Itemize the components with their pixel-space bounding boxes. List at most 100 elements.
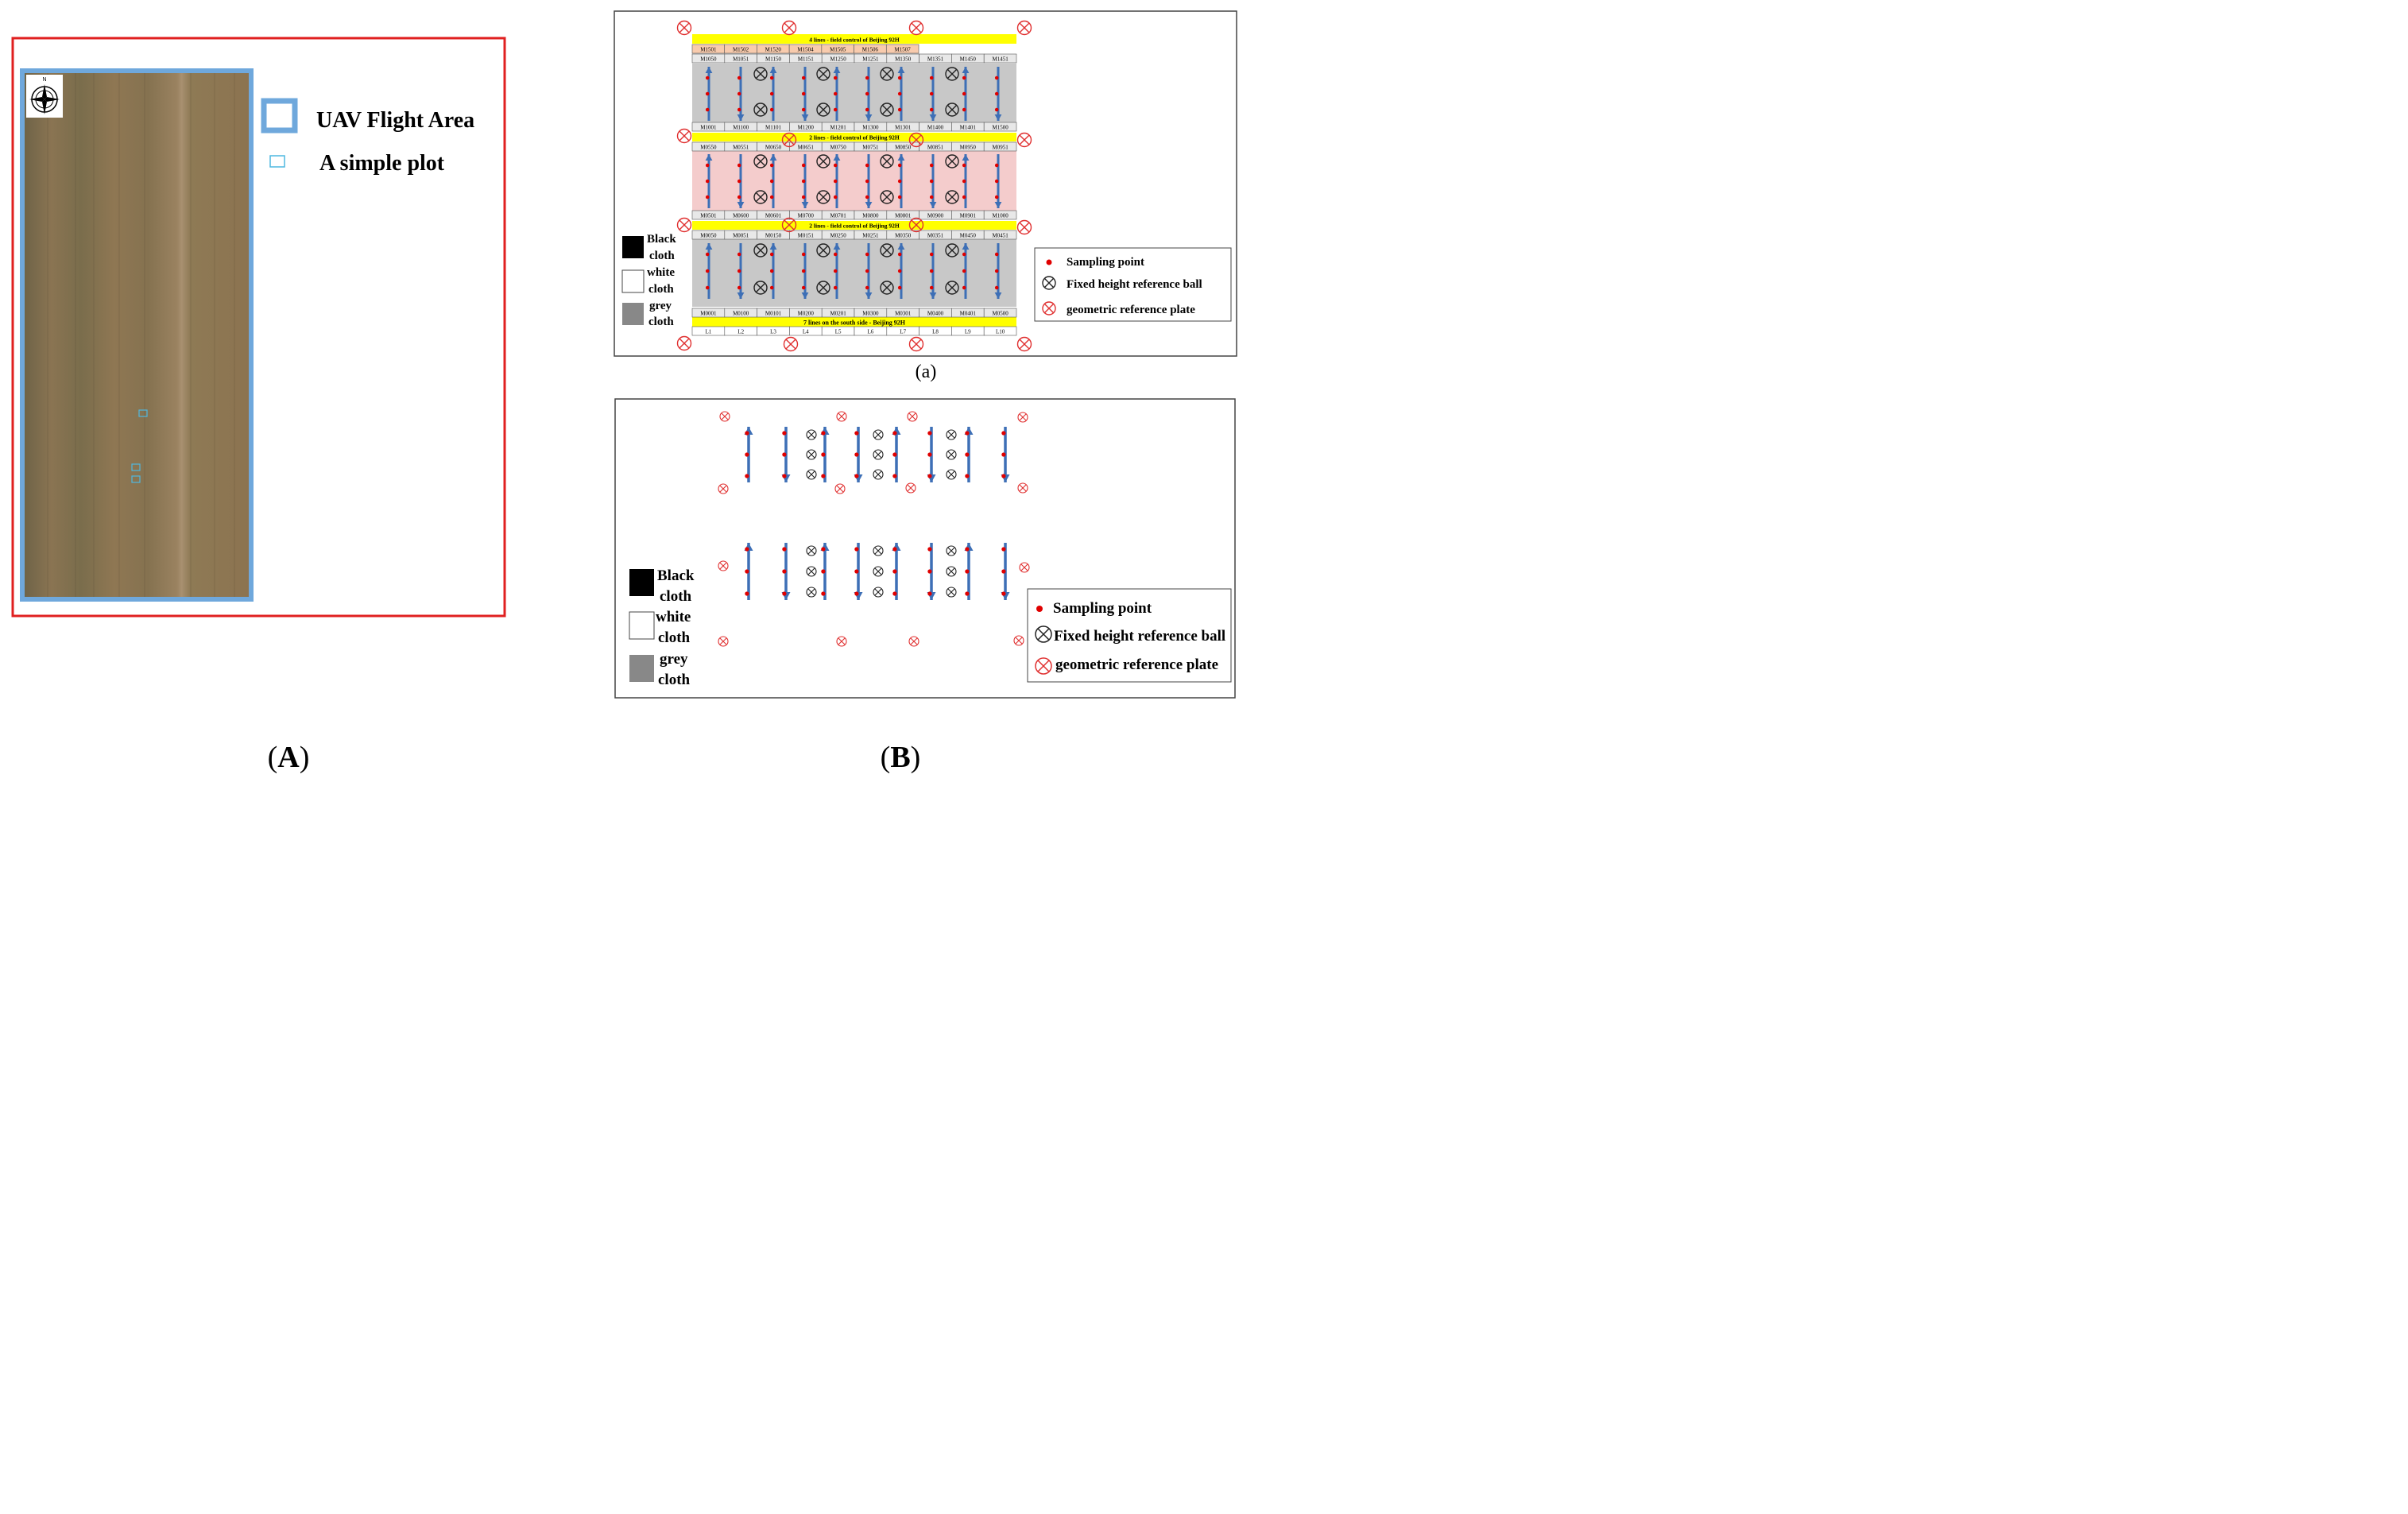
plot-cell-label: M1100 — [733, 125, 749, 131]
plot-cell: M0250 — [821, 230, 855, 240]
sampling-point — [865, 107, 869, 112]
compass-icon: N — [26, 75, 63, 118]
plot-cell: M0900 — [919, 210, 952, 220]
banner-text: 4 lines - field control of Beijing 92H — [809, 37, 900, 44]
sampling-point — [801, 163, 806, 168]
sampling-point — [705, 285, 710, 290]
sampling-point — [821, 569, 826, 574]
reference-ball — [816, 67, 830, 81]
reference-ball — [946, 587, 957, 598]
reference-plate — [908, 217, 924, 233]
plot-cell: M1400 — [919, 122, 952, 132]
subfigure-a-label: (a) — [916, 362, 937, 382]
sampling-point — [769, 76, 774, 80]
reference-ball — [816, 154, 830, 168]
plot-cell: M0300 — [854, 308, 888, 318]
reference-ball — [806, 587, 817, 598]
plot-cell-label: M1300 — [862, 125, 879, 131]
sampling-point — [769, 107, 774, 112]
plot-cell: M1051 — [724, 53, 757, 64]
sampling-point — [745, 569, 749, 574]
white-cloth-swatch — [621, 269, 645, 293]
sampling-point — [833, 107, 838, 112]
plot-cell-label: M1101 — [765, 125, 781, 131]
arrow-up — [897, 243, 905, 299]
reference-ball — [880, 243, 894, 257]
reference-plate — [718, 636, 729, 647]
plot-cell: M0450 — [951, 230, 985, 240]
white-cloth-swatch — [629, 611, 655, 640]
arrow-down — [929, 154, 937, 208]
plot-cell-label: M0001 — [700, 311, 717, 317]
sampling-point — [833, 269, 838, 273]
cloth-legend-label: white — [647, 266, 675, 279]
reference-plate — [676, 128, 692, 144]
plot-cell-label: M0951 — [992, 145, 1008, 151]
plot-cell-label: M1201 — [830, 125, 846, 131]
plot-cell: M0800 — [854, 210, 888, 220]
sampling-point — [782, 547, 787, 552]
plot-cell: M1151 — [789, 53, 823, 64]
plot-cell-label: M0150 — [765, 233, 782, 239]
sampling-point — [705, 107, 710, 112]
reference-plate — [1016, 132, 1032, 148]
sampling-point — [745, 591, 749, 596]
reference-ball — [945, 103, 959, 117]
sampling-point — [1001, 452, 1006, 457]
plot-cell: M0251 — [854, 230, 888, 240]
arrow-down — [865, 154, 873, 208]
reference-ball — [806, 429, 817, 440]
plot-cell-label: M1450 — [960, 56, 977, 63]
sampling-point — [737, 107, 741, 112]
sampling-point — [927, 547, 932, 552]
sampling-point — [962, 91, 966, 96]
grey-cloth-swatch — [629, 655, 654, 682]
arrow-down — [927, 543, 936, 600]
plot-cell: M1504 — [788, 44, 823, 54]
sampling-point — [833, 179, 838, 184]
banner-text: 2 lines - field control of Beijing 92H — [809, 134, 900, 141]
legend-flight-area-swatch — [261, 98, 298, 134]
plot-cell-label: M1451 — [992, 56, 1008, 63]
reference-plate — [1017, 482, 1028, 494]
plot-cell: M0051 — [724, 230, 757, 240]
sampling-point — [745, 431, 749, 436]
reference-ball — [946, 566, 957, 577]
reference-ball — [946, 469, 957, 480]
reference-ball — [753, 103, 768, 117]
sampling-point — [769, 179, 774, 184]
plot-cell: M1251 — [854, 53, 888, 64]
sampling-point — [962, 107, 966, 112]
plot-cell: L5 — [821, 326, 855, 336]
figure: N UAV Flight Area A simple plot (A) 4 li… — [11, 10, 1237, 774]
arrow-up — [962, 243, 970, 299]
plot-cell: M0500 — [983, 308, 1017, 318]
plot-cell-label: M0950 — [960, 145, 977, 151]
sampling-point — [705, 269, 710, 273]
arrow-up — [705, 154, 713, 208]
plot-cell-label: M1500 — [992, 125, 1008, 131]
plot-cell-label: M0250 — [830, 233, 846, 239]
plot-cell: M1201 — [821, 122, 855, 132]
plot-cell-label: M1001 — [700, 125, 717, 131]
plot-cell: M0101 — [757, 308, 790, 318]
arrow-up — [892, 543, 901, 600]
sampling-point — [705, 76, 710, 80]
plot-cell-label: M0701 — [830, 213, 846, 219]
sampling-point — [892, 547, 897, 552]
cloth-legend-label: cloth — [648, 283, 674, 296]
sampling-point — [927, 569, 932, 574]
sampling-point — [962, 179, 966, 184]
arrow-down — [927, 427, 936, 482]
plot-cell-label: L10 — [996, 329, 1005, 335]
sampling-point — [929, 107, 934, 112]
sampling-point — [929, 269, 934, 273]
reference-ball — [945, 281, 959, 295]
cloth-legend-label: cloth — [649, 250, 675, 262]
arrow-down — [781, 543, 791, 600]
plot-cell-label: M1505 — [830, 47, 846, 53]
plot-cell-label: M0801 — [895, 213, 912, 219]
plot-cell: M1300 — [854, 122, 888, 132]
plot-cell-label: M0700 — [798, 213, 815, 219]
sampling-point — [821, 591, 826, 596]
